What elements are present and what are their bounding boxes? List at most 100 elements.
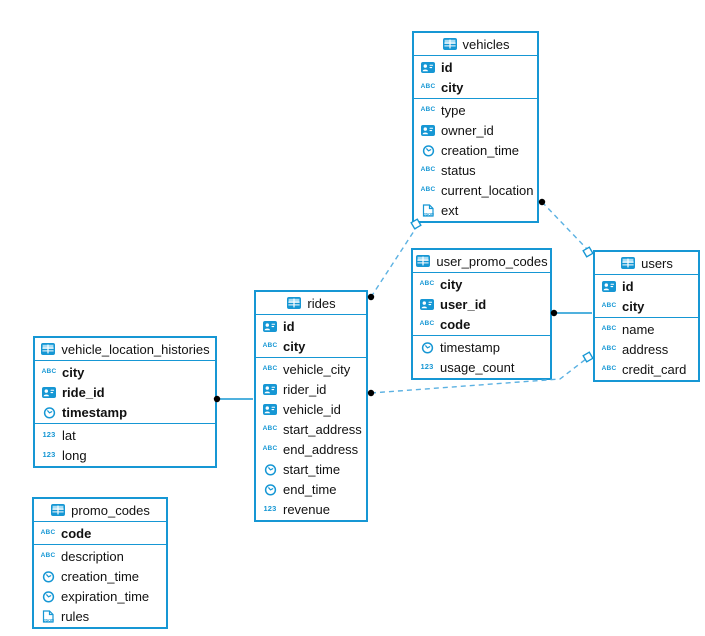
table-header[interactable]: user_promo_codes [413,250,550,273]
table-icon [442,37,458,51]
column-name: ext [441,202,459,218]
column-name: expiration_time [61,588,150,604]
clock-icon [41,405,57,419]
column-name: user_id [440,296,487,312]
column-row-code[interactable]: ABC code [413,314,550,334]
clock-icon [40,569,56,583]
column-row-ride_id[interactable]: ride_id [35,382,215,402]
column-name: address [622,341,669,357]
column-name: code [440,316,471,332]
column-name: timestamp [62,404,128,420]
abc-icon: ABC [420,82,436,90]
abc-icon: ABC [419,279,435,287]
column-row-usage_count[interactable]: 123 usage_count [413,357,550,377]
column-name: start_time [283,461,341,477]
relationship-user_promo_codes-to-users[interactable] [550,309,592,317]
columns-section: timestamp 123 usage_count [413,335,550,378]
table-header[interactable]: promo_codes [34,499,166,522]
json-icon: JSON [40,609,56,623]
column-row-vehicle_id[interactable]: vehicle_id [256,399,366,419]
column-row-rules[interactable]: JSON rules [34,606,166,626]
abc-icon: ABC [420,165,436,173]
column-name: name [622,321,655,337]
abc-icon: ABC [420,185,436,193]
column-row-timestamp[interactable]: timestamp [35,402,215,422]
svg-text:JSON: JSON [423,211,434,216]
table-name: vehicle_location_histories [61,341,210,357]
column-row-end_time[interactable]: end_time [256,479,366,499]
table-header[interactable]: rides [256,292,366,315]
table-header[interactable]: vehicles [414,33,537,56]
column-name: rules [61,608,90,624]
number-icon: 123 [420,362,434,372]
column-name: usage_count [440,359,515,375]
column-name: revenue [283,501,330,517]
id-badge-icon [420,60,436,74]
table-icon [50,503,66,517]
abc-icon: ABC [262,424,278,432]
column-row-rider_id[interactable]: rider_id [256,379,366,399]
column-row-owner_id[interactable]: owner_id [414,120,537,140]
abc-icon: ABC [262,444,278,452]
table-header[interactable]: vehicle_location_histories [35,338,215,361]
column-name: creation_time [61,568,140,584]
column-row-start_time[interactable]: start_time [256,459,366,479]
table-name: rides [307,295,336,311]
column-row-creation_time[interactable]: creation_time [414,140,537,160]
column-row-id[interactable]: id [414,57,537,77]
column-row-ext[interactable]: JSON ext [414,200,537,220]
column-row-id[interactable]: id [595,276,698,296]
clock-icon [40,589,56,603]
column-name: status [441,162,476,178]
relationship-line [370,227,417,298]
id-badge-icon [419,297,435,311]
column-name: long [62,447,87,463]
column-name: ride_id [62,384,105,400]
column-row-creation_time[interactable]: creation_time [34,566,166,586]
column-row-id[interactable]: id [256,316,366,336]
column-name: end_address [283,441,359,457]
abc-icon: ABC [420,105,436,113]
column-row-end_address[interactable]: ABC end_address [256,439,366,459]
column-row-status[interactable]: ABC status [414,160,537,180]
number-icon: 123 [42,430,56,440]
column-name: rider_id [283,381,327,397]
table-header[interactable]: users [595,252,698,275]
abc-icon: ABC [419,319,435,327]
column-name: description [61,548,124,564]
relationship-vehicle_location_histories-to-rides[interactable] [213,395,253,403]
column-row-user_id[interactable]: user_id [413,294,550,314]
id-badge-icon [420,123,436,137]
abc-icon: ABC [262,341,278,349]
column-row-timestamp[interactable]: timestamp [413,337,550,357]
svg-text:JSON: JSON [43,617,54,622]
relationship-dot-endpoint [367,389,375,397]
column-row-expiration_time[interactable]: expiration_time [34,586,166,606]
